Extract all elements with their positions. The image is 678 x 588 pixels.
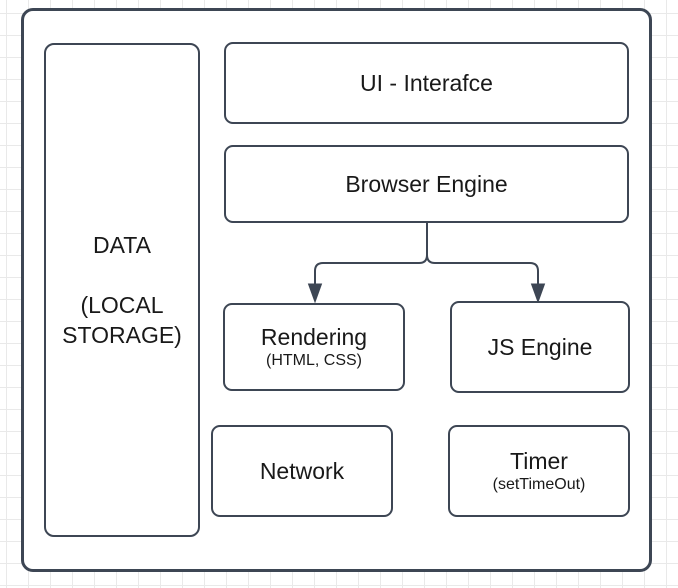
node-label-spacer xyxy=(46,260,198,290)
node-label: Timer xyxy=(510,448,568,474)
node-label: (LOCAL xyxy=(80,292,164,318)
node-label: UI - Interafce xyxy=(360,70,493,96)
node-label: STORAGE) xyxy=(62,322,182,348)
node-js-engine[interactable]: JS Engine xyxy=(450,301,630,393)
node-label: Browser Engine xyxy=(345,171,508,197)
node-label: Rendering xyxy=(260,324,368,350)
node-ui-interface[interactable]: UI - Interafce xyxy=(224,42,629,124)
node-sublabel: (HTML, CSS) xyxy=(266,352,362,369)
node-data-local-storage[interactable]: DATA (LOCAL STORAGE) xyxy=(44,43,200,537)
node-network[interactable]: Network xyxy=(211,425,393,517)
node-timer[interactable]: Timer (setTimeOut) xyxy=(448,425,630,517)
node-browser-engine[interactable]: Browser Engine xyxy=(224,145,629,223)
node-rendering[interactable]: Rendering (HTML, CSS) xyxy=(223,303,405,391)
node-label: DATA xyxy=(93,232,151,258)
node-label: JS Engine xyxy=(487,334,593,360)
node-label: Network xyxy=(259,458,345,484)
node-sublabel: (setTimeOut) xyxy=(492,476,586,493)
